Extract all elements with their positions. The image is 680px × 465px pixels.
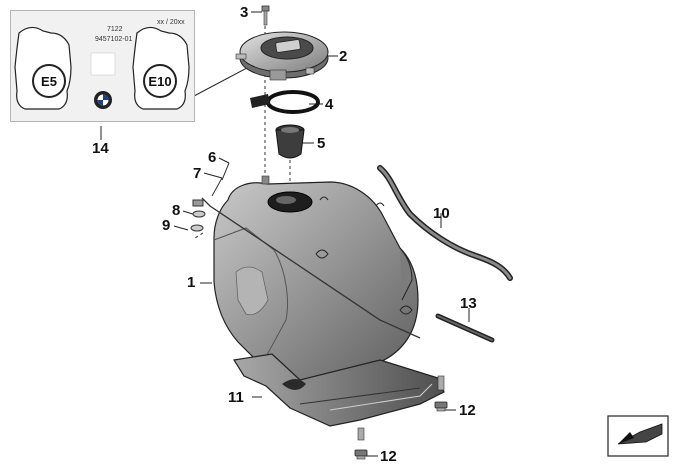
fuel-tank-1	[201, 175, 421, 382]
fuel-grade-label-14: 7122 9457102-01 xx / 20xx E5 E10	[10, 10, 195, 122]
bmw-roundel-icon	[94, 91, 112, 109]
callout-10: 10	[433, 205, 450, 222]
bolts-12	[354, 375, 448, 460]
callout-3: 3	[240, 4, 249, 21]
callout-9: 9	[162, 217, 171, 234]
callout-11: 11	[228, 389, 244, 406]
filler-cap-2	[235, 31, 329, 81]
callout-13: 13	[460, 295, 477, 312]
fuel-grade-right: E10	[148, 74, 172, 89]
breather-hose-10	[377, 165, 513, 281]
callout-12a: 12	[459, 402, 476, 419]
callout-5: 5	[317, 135, 326, 152]
label-artwork	[14, 26, 190, 110]
fuel-grade-left: E5	[41, 74, 57, 89]
label-date: xx / 20xx	[157, 19, 185, 26]
label-code: 9457102-01	[95, 36, 133, 43]
label-part-number: 7122	[107, 26, 123, 33]
view-direction-arrow-icon	[607, 415, 669, 457]
callout-2: 2	[339, 48, 348, 65]
callout-12b: 12	[380, 448, 397, 465]
filler-neck-5	[275, 124, 305, 159]
callout-7: 7	[193, 165, 202, 182]
callout-14: 14	[92, 140, 109, 157]
callout-4: 4	[325, 96, 334, 113]
callout-6: 6	[208, 149, 217, 166]
gasket-4	[250, 90, 320, 114]
strip-13	[435, 313, 495, 343]
skid-plate-11	[233, 353, 445, 427]
fasteners-6-9	[190, 162, 230, 232]
bolt-3	[261, 5, 270, 26]
callout-8: 8	[172, 202, 181, 219]
callout-1: 1	[187, 274, 196, 291]
